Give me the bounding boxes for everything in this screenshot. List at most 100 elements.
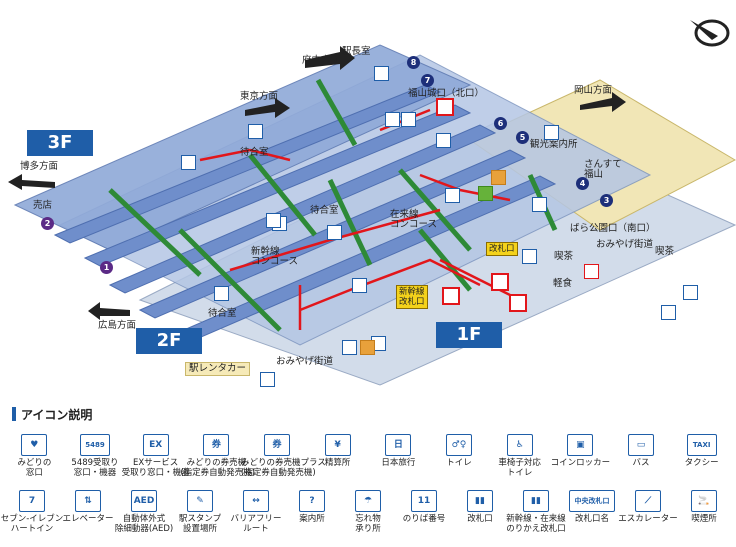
legend-label: 駅スタンプ 設置場所 [178, 514, 222, 535]
legend-item: 🚬 喫煙所 [668, 490, 736, 524]
legend-item: ☂忘れ物 承り所 [332, 490, 404, 534]
platform-number-4: 4 [576, 177, 589, 190]
coin-locker-highlight [509, 294, 527, 312]
legend-item: 券みどりの券売機プラス (指定券自動発売機) [241, 434, 326, 478]
midori-icon [352, 278, 367, 293]
legend-item: ♂♀ トイレ [423, 434, 495, 468]
midori-icon: ♥ [21, 434, 48, 456]
5489-icon: 5489 [80, 434, 110, 456]
legend-label: トイレ [446, 458, 472, 468]
label-keishoku: 軽食 [553, 278, 573, 289]
legend-label: セブン-イレブン ハートイン [0, 514, 64, 535]
legend-label: 精算所 [324, 458, 351, 468]
transfer-gate-icon: ▮▮ [523, 490, 549, 512]
legend-item: 中央改札口改札口名 [556, 490, 628, 524]
platform-number-7: 7 [421, 74, 434, 87]
legend-item: ♿車椅子対応 トイレ [484, 434, 556, 478]
ticket-machine-plus-icon [491, 170, 506, 185]
platform-number-icon: 11 [411, 490, 437, 512]
coin-locker-highlight [491, 273, 509, 291]
floor-label-1f: 1F [436, 322, 502, 348]
nippon-travel-icon: 日 [385, 434, 412, 456]
gate-name-icon: 中央改札口 [569, 490, 615, 512]
label-kissa-1: 喫茶 [554, 251, 574, 262]
legend-label: 忘れ物 承り所 [355, 514, 381, 535]
label-baiten: 売店 [33, 200, 53, 211]
legend-label: 5489受取り 窓口・機器 [71, 458, 119, 479]
floor-label-3f: 3F [27, 130, 93, 156]
direction-hakata: 博多方面 [20, 161, 59, 172]
legend-label: バリアフリー ルート [230, 514, 282, 535]
legend-label: 喫煙所 [691, 514, 717, 524]
label-bara-south-exit: ばら公園口（南口） [570, 223, 656, 234]
ticket-machine-icon [478, 186, 493, 201]
midori-icon [181, 155, 196, 170]
label-sansute: さんすて 福山 [584, 159, 622, 181]
elevator-icon [532, 197, 547, 212]
legend-item: ✎駅スタンプ 設置場所 [164, 490, 236, 534]
legend-item: TAXI タクシー [666, 434, 736, 468]
escalators [108, 78, 558, 332]
accessible-toilet-icon [401, 112, 416, 127]
smoking-icon: 🚬 [691, 490, 717, 512]
direction-arrows [8, 46, 626, 320]
legend-label: 日本旅行 [381, 458, 416, 468]
label-omiyage-kaido-1: おみやげ街道 [596, 239, 654, 250]
taxi-icon: TAXI [686, 434, 717, 456]
lost-found-icon [260, 372, 275, 387]
legend-title: アイコン説明 [12, 406, 92, 423]
elevator-icon [214, 286, 229, 301]
label-ekichoshitsu: 駅長室 [342, 46, 371, 57]
label-zairai-concourse: 在来線 コンコース [390, 209, 438, 231]
platform-number-6: 6 [494, 117, 507, 130]
ex-service-icon [360, 340, 375, 355]
ticket-gate-icon: ▮▮ [467, 490, 493, 512]
legend-item: 券みどりの券売機 (指定券自動発売機) [180, 434, 255, 479]
direction-fuchu: 府中方面 [302, 55, 341, 66]
legend-item: ▮▮改札口 [444, 490, 516, 524]
aed-icon: AED [131, 490, 157, 512]
elevator-icon [436, 133, 451, 148]
legend-label: のりば番号 [402, 514, 446, 524]
legend-label: 車椅子対応 トイレ [498, 458, 541, 479]
coin-locker-icon: ▣ [567, 434, 594, 456]
legend-item: ▣コインロッカー [544, 434, 616, 468]
gate-label-kaisatsu: 改札口 [486, 242, 518, 256]
legend-label: エスカレーター [618, 514, 678, 524]
toilet-icon: ♂♀ [446, 434, 472, 456]
stamp-icon: ✎ [187, 490, 213, 512]
platform-number-1: 1 [100, 261, 113, 274]
legend-label: タクシー [684, 458, 719, 468]
north-compass-icon [690, 19, 730, 47]
platform-number-8: 8 [407, 56, 420, 69]
label-kanko-annai: 観光案内所 [530, 139, 578, 150]
legend-label: エレベーター [62, 514, 114, 524]
lost-found-icon: ☂ [355, 490, 381, 512]
label-fukuyama-north-exit: 福山城口（北口） [408, 88, 485, 99]
legend-item: ?案内所 [276, 490, 348, 524]
platform-number-5: 5 [516, 131, 529, 144]
midori-icon [522, 249, 537, 264]
legend-item: ¥精算所 [302, 434, 374, 468]
information-icon: ? [299, 490, 325, 512]
station-map: 3F 2F 1F 府中方面 東京方面 博多方面 岡山方面 広島方面 駅長室 福山… [8, 19, 736, 387]
legend-label: EXサービス 受取り窓口・機器 [121, 458, 190, 479]
escalator-icon: ⟋ [635, 490, 661, 512]
ticket-machine-icon: 券 [203, 434, 230, 456]
legend-label: 新幹線・在来線 のりかえ改札口 [506, 514, 566, 535]
legend-item: 日日本旅行 [362, 434, 434, 468]
legend-label: 改札口名 [574, 514, 609, 524]
barrier-free-icon: ↔ [243, 490, 269, 512]
legend-label: バス [632, 458, 650, 468]
legend-label: みどりの券売機 (指定券自動発売機) [180, 458, 255, 479]
label-omiyage-kaido-2: おみやげ街道 [276, 356, 334, 367]
seven-eleven-icon: 7 [19, 490, 45, 512]
legend-item: ⇅エレベーター [52, 490, 124, 524]
legend-item: ▭バス [605, 434, 677, 468]
